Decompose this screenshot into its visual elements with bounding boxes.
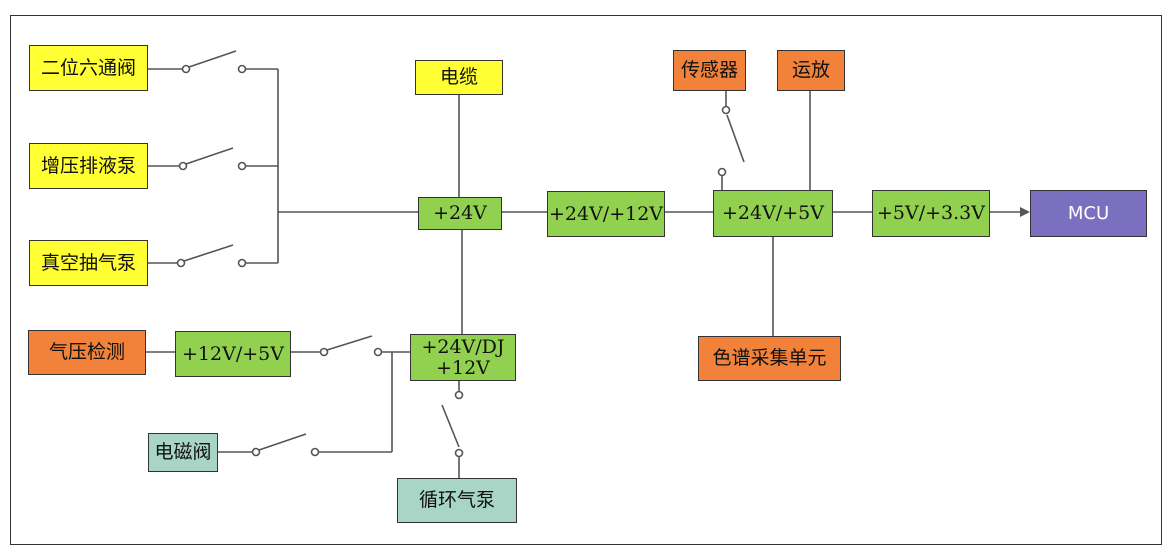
p5-33-label: +5V/+3.3V bbox=[877, 202, 985, 224]
switch-blade bbox=[183, 244, 234, 262]
switch-contact bbox=[178, 161, 188, 171]
switch-contact bbox=[717, 167, 727, 177]
switch-contact bbox=[237, 161, 247, 171]
sensor-box: 传感器 bbox=[673, 50, 746, 91]
switch-contact bbox=[721, 105, 731, 115]
sensor-label: 传感器 bbox=[680, 59, 738, 81]
switch-contact bbox=[237, 64, 247, 74]
switch-contact bbox=[454, 390, 464, 400]
switch-blade bbox=[188, 50, 237, 68]
switch-contact bbox=[237, 258, 247, 268]
opamp-label: 运放 bbox=[791, 59, 830, 81]
valve-6way-box: 二位六通阀 bbox=[29, 45, 148, 91]
switch-blade bbox=[726, 114, 745, 163]
pressure-detect-box: 气压检测 bbox=[28, 330, 146, 375]
switch-blade bbox=[258, 433, 307, 451]
boost-pump-box: 增压排液泵 bbox=[29, 143, 148, 189]
p24-5-box: +24V/+5V bbox=[713, 190, 833, 237]
switch-contact bbox=[373, 347, 383, 357]
switch-contact bbox=[454, 448, 464, 458]
solenoid-valve-label: 电磁阀 bbox=[154, 441, 212, 463]
cable-label: 电缆 bbox=[439, 66, 478, 88]
p24-12-label: +24V/+12V bbox=[548, 202, 664, 225]
p5-33-box: +5V/+3.3V bbox=[872, 190, 990, 237]
p24-5-label: +24V/+5V bbox=[722, 202, 824, 224]
circulation-pump-label: 循环气泵 bbox=[418, 489, 495, 511]
opamp-box: 运放 bbox=[777, 50, 845, 91]
vacuum-pump-box: 真空抽气泵 bbox=[29, 240, 148, 286]
dj-line1: +24V/DJ bbox=[421, 335, 505, 358]
chroma-unit-label: 色谱采集单元 bbox=[712, 347, 827, 369]
p24-box: +24V bbox=[418, 197, 502, 230]
vacuum-pump-label: 真空抽气泵 bbox=[40, 251, 136, 274]
circulation-pump-box: 循环气泵 bbox=[397, 478, 517, 523]
boost-pump-label: 增压排液泵 bbox=[40, 154, 136, 177]
p12-5-box: +12V/+5V bbox=[175, 331, 291, 377]
switch-contact bbox=[251, 447, 261, 457]
diagram-frame bbox=[10, 15, 1162, 545]
valve-6way-label: 二位六通阀 bbox=[40, 56, 136, 79]
p24-label: +24V bbox=[433, 202, 487, 224]
arrow-head bbox=[1020, 207, 1030, 217]
switch-contact bbox=[176, 258, 186, 268]
dj-box: +24V/DJ +12V bbox=[410, 334, 516, 381]
mcu-box: MCU bbox=[1030, 190, 1147, 237]
p12-5-label: +12V/+5V bbox=[182, 342, 284, 365]
cable-box: 电缆 bbox=[415, 60, 503, 95]
mcu-label: MCU bbox=[1067, 203, 1110, 224]
switch-contact bbox=[181, 64, 191, 74]
switch-blade bbox=[326, 335, 373, 351]
switch-contact bbox=[319, 347, 329, 357]
chroma-unit-box: 色谱采集单元 bbox=[698, 336, 841, 381]
dj-line2: +12V bbox=[436, 356, 490, 379]
pressure-detect-label: 气压检测 bbox=[48, 341, 125, 363]
p24-12-box: +24V/+12V bbox=[547, 191, 665, 237]
switch-blade bbox=[185, 147, 234, 165]
switch-blade bbox=[441, 404, 460, 448]
solenoid-valve-box: 电磁阀 bbox=[148, 433, 218, 472]
switch-contact bbox=[310, 447, 320, 457]
